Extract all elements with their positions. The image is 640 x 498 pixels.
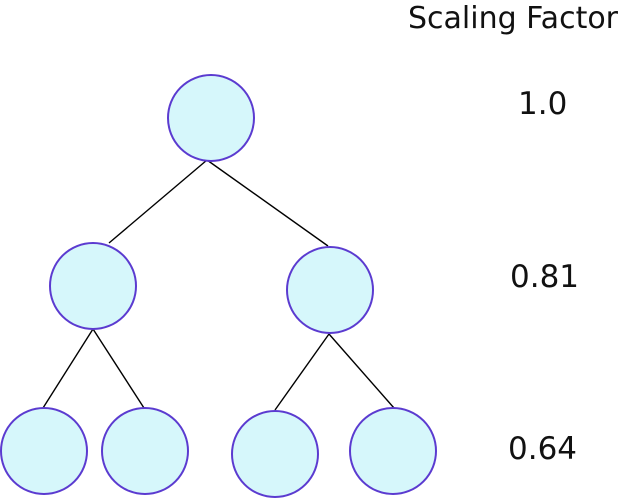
level-0-scaling-factor: 1.0 [518, 86, 567, 122]
tree-edge-root-to-left [108, 159, 208, 244]
tree-edge-left-to-left-right [92, 328, 145, 409]
tree-edges [42, 159, 395, 411]
tree-edge-right-to-right-left [274, 333, 330, 411]
tree-node-right [286, 246, 374, 334]
tree-node-right-left [231, 410, 319, 498]
tree-node-left [49, 242, 137, 330]
tree-edge-root-to-right [206, 159, 329, 247]
tree-edge-right-to-right-right [328, 333, 395, 409]
tree-node-left-left [0, 407, 88, 495]
level-2-scaling-factor: 0.64 [508, 431, 577, 467]
tree-node-right-right [349, 407, 437, 495]
tree-node-left-right [101, 407, 189, 495]
tree-edge-left-to-left-left [42, 328, 94, 409]
tree-nodes [0, 74, 437, 498]
tree-node-root [167, 74, 255, 162]
scaling-factor-title: Scaling Factor [408, 1, 619, 36]
level-1-scaling-factor: 0.81 [510, 259, 579, 295]
